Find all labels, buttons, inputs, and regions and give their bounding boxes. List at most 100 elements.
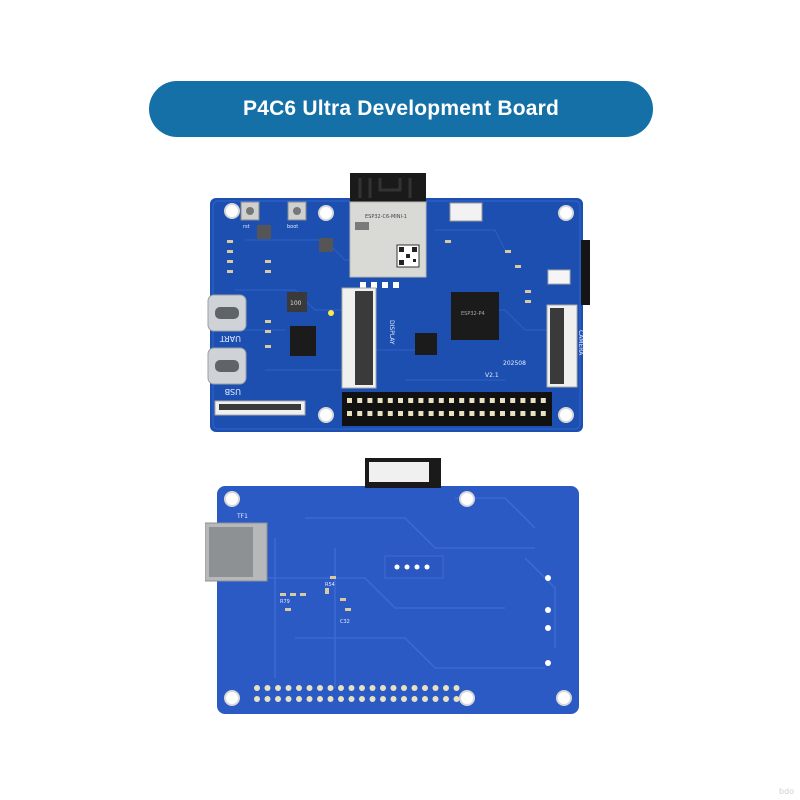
mounting-hole	[224, 491, 240, 507]
gpio-pin	[489, 398, 495, 403]
header-pad	[401, 696, 407, 702]
header-pad	[338, 696, 344, 702]
header-pad	[327, 685, 334, 691]
gpio-pin	[449, 398, 454, 403]
main-chip	[451, 292, 499, 340]
silk-usb: USB	[225, 387, 241, 396]
ic-chip	[290, 326, 316, 356]
header-pad	[432, 685, 439, 691]
header-pad	[306, 685, 313, 691]
mounting-hole	[224, 203, 240, 219]
header-pad	[317, 696, 323, 702]
gpio-pin	[398, 411, 403, 416]
gpio-pin	[449, 411, 454, 416]
gpio-pin	[530, 411, 536, 416]
gpio-pin	[398, 398, 403, 403]
header-pad	[264, 685, 271, 691]
header-pad	[285, 696, 292, 702]
gpio-pin	[469, 411, 475, 416]
header-pad	[411, 696, 418, 702]
mounting-hole	[459, 491, 475, 507]
silk-label: R79	[280, 599, 290, 605]
gpio-pins	[347, 398, 546, 416]
gpio-pin	[459, 411, 465, 416]
gpio-pin	[438, 411, 444, 416]
gpio-pin	[418, 411, 424, 416]
gpio-pin	[510, 398, 516, 403]
inductor	[287, 292, 307, 312]
header-pad	[380, 685, 386, 691]
wifi-antenna	[350, 173, 426, 203]
banner-title: P4C6 Ultra Development Board	[242, 97, 560, 120]
header-pad	[359, 685, 365, 691]
mounting-hole	[558, 407, 574, 423]
module-label: ESP32-C6-MINI-1	[365, 214, 407, 220]
mounting-hole	[459, 690, 475, 706]
gpio-pin	[520, 398, 526, 403]
gpio-pin	[540, 411, 546, 416]
gpio-pin	[377, 398, 383, 403]
header-pad	[422, 696, 428, 702]
header-pad	[327, 696, 334, 702]
silk-date: 202508	[503, 360, 526, 367]
header-pad	[369, 685, 376, 691]
gpio-pin	[479, 411, 485, 416]
header-pad	[254, 685, 260, 691]
header-pad	[432, 696, 439, 702]
silk-version: V2.1	[485, 372, 499, 379]
gpio-pin	[500, 411, 505, 416]
header-pad	[401, 685, 407, 691]
bottom-pcb	[217, 486, 579, 714]
silk-inductor: 100	[290, 300, 302, 307]
header-pad	[296, 696, 302, 702]
gpio-pin	[367, 411, 373, 416]
test-pad-area	[384, 555, 444, 579]
ic-chip	[257, 225, 271, 239]
silk-display: DISPLAY	[388, 320, 395, 345]
silk-rst: rst	[243, 224, 250, 230]
gpio-pin	[347, 398, 352, 403]
gpio-pin	[459, 398, 465, 403]
header-pads	[254, 685, 460, 702]
gpio-pin	[479, 398, 485, 403]
header-pad	[390, 685, 397, 691]
gpio-pin	[530, 398, 536, 403]
header-pad	[369, 696, 376, 702]
header-pad	[453, 696, 460, 702]
header-pad	[306, 696, 313, 702]
mounting-hole	[318, 407, 334, 423]
gpio-pin	[469, 398, 475, 403]
header-pad	[338, 685, 344, 691]
top-pcb	[210, 198, 583, 432]
header-pad	[317, 685, 323, 691]
header-pad	[285, 685, 292, 691]
header-pad	[390, 696, 397, 702]
gpio-pin	[408, 398, 414, 403]
gpio-pin	[520, 411, 526, 416]
header-pad	[275, 685, 281, 691]
header-pad	[254, 696, 260, 702]
header-pad	[359, 696, 365, 702]
gpio-pin	[357, 398, 363, 403]
status-led	[328, 310, 334, 316]
gpio-pin	[428, 411, 434, 416]
header-pad	[380, 696, 386, 702]
header-pad	[411, 685, 418, 691]
battery-connector	[449, 202, 483, 222]
gpio-pin	[510, 411, 516, 416]
top-board-photo: ESP32-C6-MINI-1 ESP32-P4 UART USB boot r…	[207, 173, 590, 432]
gpio-pin	[408, 411, 414, 416]
header-pad	[348, 685, 355, 691]
gpio-pin	[367, 398, 373, 403]
chip-label: ESP32-P4	[461, 311, 485, 317]
header-pad	[453, 685, 460, 691]
mounting-hole	[558, 205, 574, 221]
gpio-pin	[418, 398, 424, 403]
silk-tf: TF1	[236, 513, 248, 520]
mounting-hole	[224, 690, 240, 706]
header-pad	[348, 696, 355, 702]
gpio-pin	[387, 411, 393, 416]
header-pad	[443, 685, 449, 691]
silk-label: R54	[325, 582, 335, 588]
gpio-pin	[357, 411, 363, 416]
